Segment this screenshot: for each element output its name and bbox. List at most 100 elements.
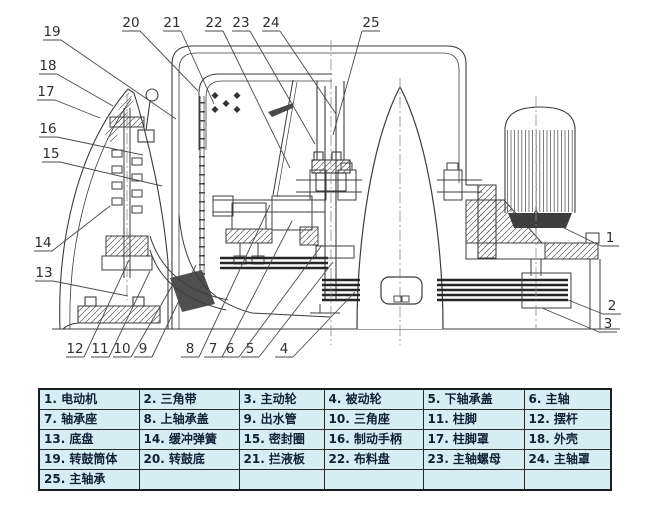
callout-15: 15 [42,146,163,187]
callout-12: 12 [66,259,130,358]
part-label-cell: 21. 拦液板 [238,449,325,470]
svg-text:9: 9 [139,341,148,357]
callout-17: 17 [37,84,101,119]
svg-text:6: 6 [226,341,235,357]
svg-text:11: 11 [91,341,108,357]
svg-text:18: 18 [39,58,56,74]
svg-text:5: 5 [246,341,255,357]
part-label-cell: 25. 主轴承 [38,469,140,491]
svg-text:14: 14 [34,235,51,251]
callout-4: 4 [275,291,356,358]
svg-text:20: 20 [122,15,139,31]
centrifuge-cross-section-diagram: 1234567891011121314151617181920212223242… [34,15,621,358]
callout-10: 10 [113,278,177,358]
callout-14: 14 [34,205,111,252]
svg-text:17: 17 [37,84,54,100]
part-label-cell: 12. 摆杆 [523,409,612,430]
support-lugs [296,162,482,201]
callout-9: 9 [134,264,197,358]
drum-lid [198,73,332,150]
part-label-cell: 22. 布料盘 [323,449,424,470]
svg-text:19: 19 [43,24,60,40]
part-label-cell: 2. 三角带 [138,388,240,410]
part-label-cell: 6. 主轴 [523,388,612,410]
callout-13: 13 [35,265,129,297]
part-label-cell: 19. 转鼓筒体 [38,449,140,470]
callout-6: 6 [221,244,323,358]
svg-text:24: 24 [262,15,279,31]
callout-16: 16 [39,121,144,156]
part-label-cell: 15. 密封圈 [238,429,325,450]
legend-row: 25. 主轴承 [38,469,612,491]
svg-text:23: 23 [232,15,249,31]
part-label-cell: 11. 柱脚 [422,409,525,430]
drum-walls [199,79,298,283]
callout-7: 7 [204,220,293,358]
svg-text:4: 4 [280,341,289,357]
electric-motor [504,106,576,233]
callout-22: 22 [205,15,291,169]
callout-25: 25 [332,15,380,136]
svg-text:16: 16 [39,121,56,137]
buffer-spring-column [101,108,153,278]
part-label-cell: 7. 轴承座 [38,409,140,430]
svg-text:13: 13 [35,265,52,281]
centerlines [126,40,537,345]
part-label-cell: 14. 缓冲弹簧 [138,429,240,450]
part-label-cell [238,469,325,491]
part-label-cell: 13. 底盘 [38,429,140,450]
svg-text:1: 1 [606,230,615,246]
part-label-cell [323,469,424,491]
brake-handle [137,88,159,143]
callout-5: 5 [241,261,334,358]
svg-text:10: 10 [113,341,130,357]
outlet-pipe [149,214,331,318]
part-label-cell: 10. 三角座 [323,409,424,430]
callout-24: 24 [262,15,337,115]
svg-text:7: 7 [209,341,218,357]
svg-text:21: 21 [163,15,180,31]
callout-21: 21 [163,15,215,105]
part-label-cell: 3. 主动轮 [238,388,325,410]
callout-19: 19 [43,24,177,120]
part-label-cell: 17. 柱脚罩 [422,429,525,450]
part-label-cell: 5. 下轴承盖 [422,388,525,410]
callout-20: 20 [122,15,199,92]
bearing-cluster [212,195,325,265]
part-label-cell: 18. 外壳 [523,429,612,450]
part-label-cell: 1. 电动机 [38,388,140,410]
part-label-cell: 4. 被动轮 [323,388,424,410]
part-label-cell: 9. 出水管 [238,409,325,430]
svg-text:22: 22 [205,15,222,31]
callout-3: 3 [541,307,617,333]
housing [171,45,497,329]
part-label-cell [523,469,612,491]
svg-text:12: 12 [66,341,83,357]
part-label-cell: 8. 上轴承盖 [138,409,240,430]
lid-bolt-marks [211,92,241,113]
motor-bracket [465,199,601,329]
belt-pulleys [220,245,572,314]
part-label-cell [422,469,525,491]
callout-11: 11 [91,270,151,358]
part-label-cell [138,469,240,491]
callout-8: 8 [181,204,271,358]
callout-18: 18 [39,58,114,107]
svg-text:2: 2 [608,298,617,314]
callout-1: 1 [559,225,619,247]
part-label-cell: 16. 制动手柄 [323,429,424,450]
svg-text:25: 25 [362,15,379,31]
svg-text:3: 3 [604,316,613,332]
svg-text:15: 15 [42,146,59,162]
callout-23: 23 [232,15,316,145]
part-label-cell: 24. 主轴罩 [523,449,612,470]
callout-2: 2 [567,298,621,315]
svg-text:8: 8 [186,341,195,357]
